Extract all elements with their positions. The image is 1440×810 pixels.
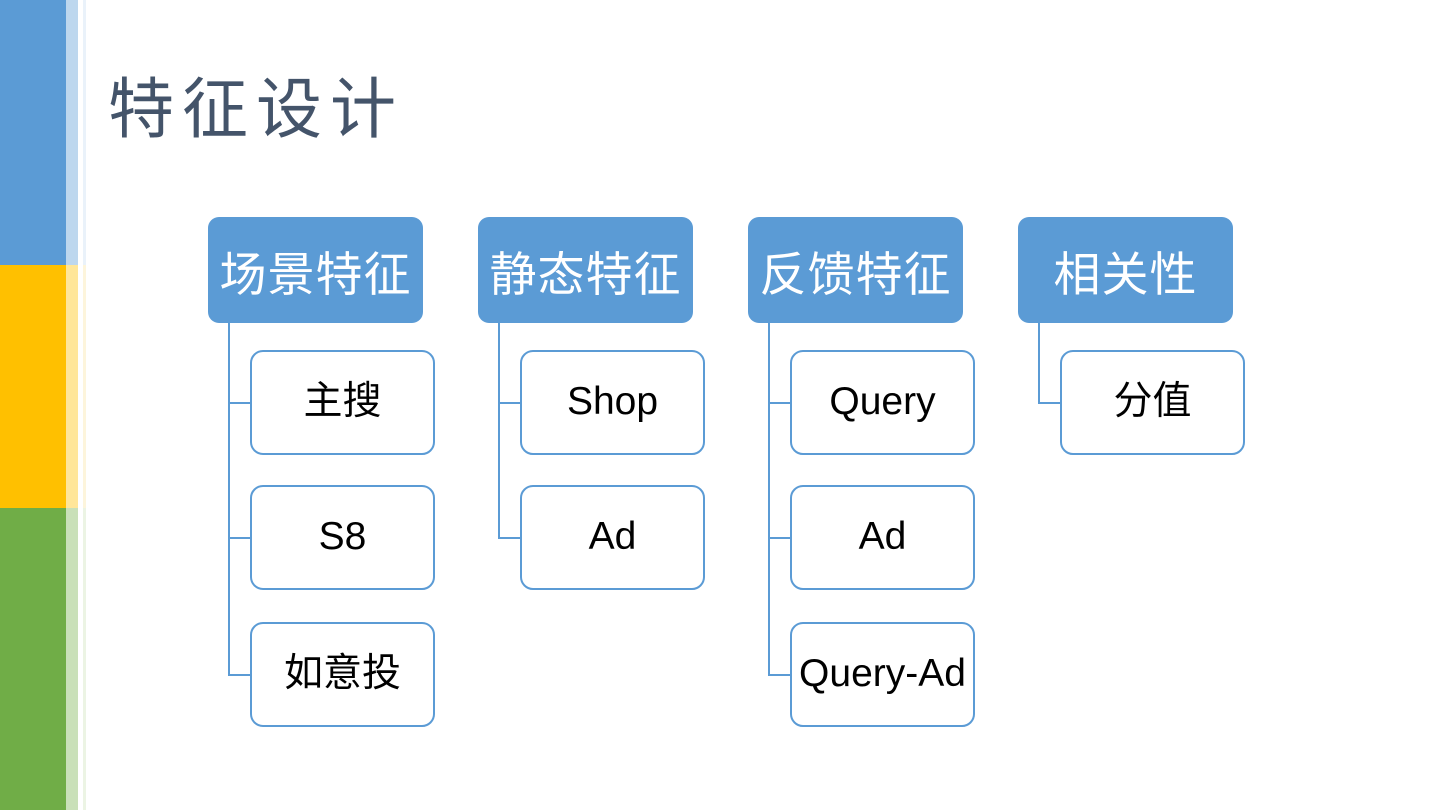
child-box: 主搜 [250,350,435,455]
sidebar-yellow-segment [0,265,66,508]
connector-vertical [1038,323,1040,403]
connector-stub [228,536,250,539]
connector-stub [228,673,250,676]
child-box: Query-Ad [790,622,975,727]
connector-stub [498,536,520,539]
connector-stub [768,401,790,404]
page-title: 特征设计 [108,72,404,146]
sidebar-blue-segment [0,0,66,265]
connector-stub [1038,401,1060,404]
diagram-column-1: 场景特征主搜 S8 如意投 [208,0,435,760]
sidebar-yellow-segment [66,265,78,508]
child-box: Ad [790,485,975,590]
child-box: Shop [520,350,705,455]
child-box: 如意投 [250,622,435,727]
child-box: S8 [250,485,435,590]
child-box: 分值 [1060,350,1245,455]
header-box: 场景特征 [208,217,423,323]
connector-stub [498,401,520,404]
connector-stub [768,673,790,676]
header-box: 相关性 [1018,217,1233,323]
sidebar-green-segment [0,508,66,810]
child-box: Ad [520,485,705,590]
sidebar-yellow-segment [83,265,86,508]
sidebar-green-segment [83,508,86,810]
connector-stub [768,536,790,539]
connector-stub [228,401,250,404]
sidebar-green-segment [66,508,78,810]
sidebar-blue-segment [83,0,86,265]
header-box: 反馈特征 [748,217,963,323]
child-box: Query [790,350,975,455]
diagram-column-4: 相关性分值 [1018,0,1245,760]
header-box: 静态特征 [478,217,693,323]
sidebar-blue-segment [66,0,78,265]
connector-vertical [768,323,770,675]
connector-vertical [228,323,230,675]
connector-vertical [498,323,500,538]
